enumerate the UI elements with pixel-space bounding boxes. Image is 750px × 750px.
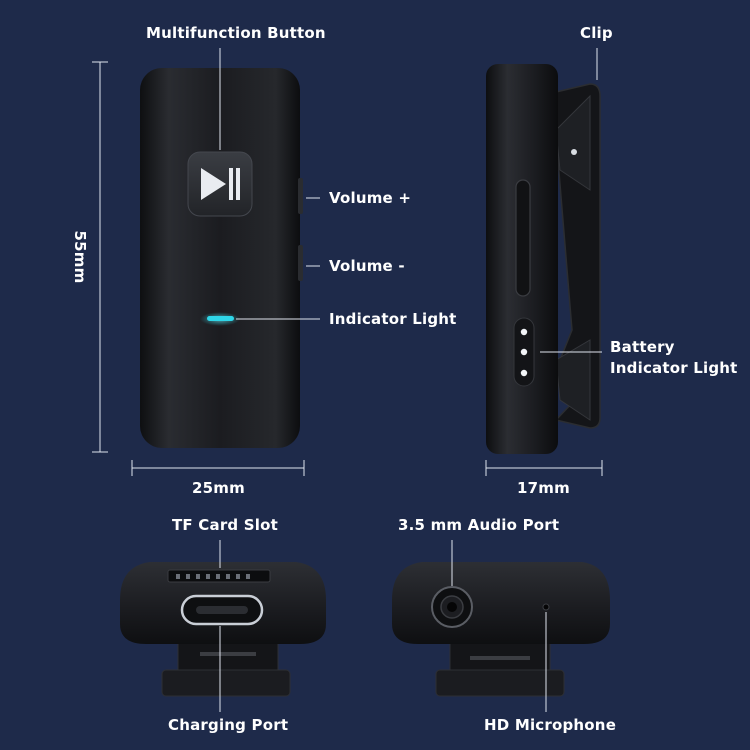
front-body [140,68,300,448]
depth-dimension-label: 17mm [517,479,570,497]
top-body-audio [392,562,610,644]
front-view [140,68,303,448]
battery-indicator-label-line2: Indicator Light [610,359,738,377]
side-slot [515,179,531,297]
battery-indicator-label-line1: Battery [610,338,675,356]
play-pause-icon [201,168,240,200]
width-dimension-label: 25mm [192,479,245,497]
charging-port-label: Charging Port [168,716,289,734]
indicator-light-label: Indicator Light [329,310,457,328]
bottom-view-charging [120,562,326,697]
audio-port-label: 3.5 mm Audio Port [398,516,560,534]
tf-card-slot-label: TF Card Slot [172,516,279,534]
height-dimension-label: 55mm [71,230,89,284]
volume-down-label: Volume - [329,257,405,275]
side-view [486,64,601,454]
volume-down-key [298,245,303,281]
volume-up-label: Volume + [329,189,412,207]
clip-label: Clip [580,24,613,42]
multifunction-button-label: Multifunction Button [146,24,326,42]
indicator-light-led [207,316,234,321]
microphone-hole [542,603,550,611]
hd-microphone-label: HD Microphone [484,716,617,734]
volume-up-key [298,178,303,214]
top-view-audio [392,562,610,697]
